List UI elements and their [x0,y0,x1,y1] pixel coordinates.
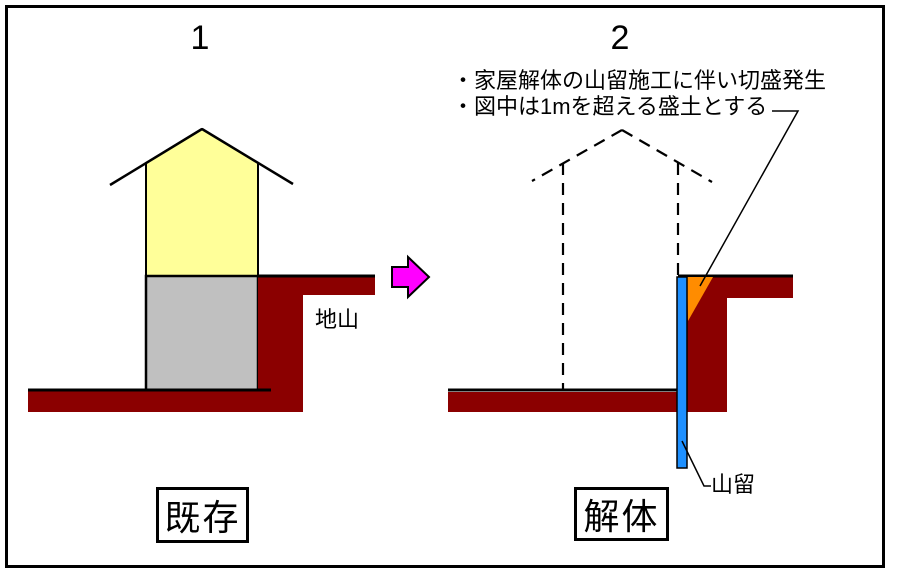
right-panel-caption: 解体 [583,496,660,537]
roof-left-eave-line [109,127,203,187]
annotation-note-line-1: ・家屋解体の山留施工に伴い切盛発生 [452,68,827,93]
left-panel-caption: 既存 [164,497,241,538]
fill-soil-wedge [687,277,713,321]
left-panel-caption-box: 既存 [156,487,249,543]
note-leader-line [699,110,800,287]
annotation-note-line-2: ・図中は1mを超える盛土とする [452,94,768,119]
retaining-wall-bar [676,276,688,469]
natural-ground-left [28,277,375,412]
wall-label-leader-line [681,440,711,487]
outer-frame [5,5,885,568]
annotation-notes: ・家屋解体の山留施工に伴い切盛発生 ・図中は1mを超える盛土とする [452,68,826,120]
right-panel-caption-box: 解体 [574,487,669,541]
arrow-right-icon [391,254,431,300]
house-upper-body [145,127,259,277]
dashed-roof-left [531,129,623,182]
natural-ground-label: 地山 [315,307,360,332]
right-panel-number: 2 [610,19,630,57]
roof-right-eave-line [201,127,294,186]
house-basement [144,274,260,392]
retaining-wall-label: 山留 [711,472,756,497]
left-panel-number: 1 [190,19,210,57]
dashed-roof-right [621,129,713,183]
natural-ground-right [448,277,793,412]
